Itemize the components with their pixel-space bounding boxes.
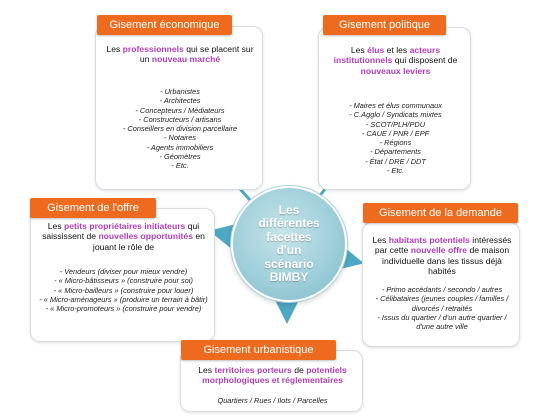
list-item: - « Micro-promoteurs » (construire pour … (45, 304, 202, 314)
offre-highlight-opportunites: nouvelles opportunités (98, 231, 193, 242)
list-item: - Agents immobiliers (146, 142, 214, 152)
urbanistique-intro-pre: Les (198, 365, 215, 375)
demande-intro: Les habitants potentiels intéressés par … (369, 235, 515, 277)
list-item: - Régions (379, 138, 412, 148)
list-item: - Urbanistes (160, 87, 200, 96)
offre-box: Les petits propriétaires initiateurs qui… (30, 208, 215, 342)
list-item: - Conseillers en division parcellaire (122, 124, 238, 134)
urbanistique-highlight-potentiels: potentiels morphologiques et réglementai… (202, 365, 347, 386)
economique-intro-mid: qui se placent sur un (139, 44, 254, 65)
list-item: - Issus du quartier / d'un autre quartie… (377, 312, 507, 332)
offre-highlight-proprietaires: petits propriétaires initiateurs (64, 221, 186, 231)
urbanistique-highlight-territoires: territoires porteurs (214, 365, 292, 375)
politique-highlight-elus: élus (367, 45, 385, 55)
list-item: - SCOT/PLH/PDU (365, 119, 426, 129)
list-item: - Etc. (386, 166, 405, 176)
economique-list: - Urbanistes - Architectes - Concepteurs… (102, 87, 258, 171)
list-item: - Etc. (171, 161, 189, 171)
list-item: - « Micro-aménageurs » (produire un terr… (39, 294, 208, 304)
economique-box: Les professionnels qui se placent sur un… (95, 26, 263, 190)
politique-intro-mid2: qui disposent de (392, 55, 458, 66)
center-line: Les (278, 202, 300, 217)
list-item: - Constructeurs / artisans (138, 114, 222, 124)
offre-list: - Vendeurs (diviser pour mieux vendre) -… (35, 267, 212, 313)
offre-title: Gisement de l'offre (30, 198, 156, 218)
list-item: - « Micro-bâtisseurs » (construire pour … (54, 276, 193, 286)
offre-intro-pre: Les (47, 221, 65, 231)
center-line: différentes (258, 216, 320, 230)
offre-intro: Les petits propriétaires initiateurs qui… (37, 221, 210, 252)
list-item: - Départements (370, 147, 421, 157)
list-item: - C.Agglo / Syndicats mixtes (349, 110, 442, 120)
center-line: d'un (276, 243, 302, 257)
demande-intro-mid: intéressés par cette (374, 235, 512, 256)
demande-list: - Primo accédants / secondo / autres - C… (368, 285, 516, 331)
list-item: Quartiers / Rues / Ilots / Parcelles (217, 396, 328, 405)
list-item: - Concepteurs / Médiateurs (135, 105, 225, 115)
urbanistique-list: Quartiers / Rues / Ilots / Parcelles (187, 396, 358, 405)
center-line: BIMBY (269, 270, 309, 284)
demande-box: Les habitants potentiels intéressés par … (362, 222, 520, 347)
demande-intro-post: de maison individuelle dans les tissus d… (382, 245, 510, 277)
economique-highlight-professionnels: professionnels (122, 44, 184, 54)
politique-highlight-acteurs: acteurs institutionnels (333, 45, 441, 66)
offre-intro-post: en jouant le rôle de (92, 231, 205, 252)
list-item: - Vendeurs (diviser pour mieux vendre) (59, 267, 188, 276)
economique-title: Gisement économique (97, 15, 232, 35)
list-item: - Notaires (163, 133, 197, 143)
economique-intro: Les professionnels qui se placent sur un… (104, 44, 256, 65)
center-circle: Les différentes facettes d'un scénario B… (231, 186, 347, 302)
list-item: - « Micro-bailleurs » (construire pour l… (53, 285, 194, 295)
center-line: facettes (266, 229, 312, 244)
demande-title: Gisement de la demande (363, 203, 518, 223)
urbanistique-title: Gisement urbanistique (181, 340, 336, 360)
center-title: Les différentes facettes d'un scénario B… (249, 202, 329, 285)
list-item: - CAUE / PNR / EPF (361, 128, 430, 138)
list-item: - Célibataires (jeunes couples / famille… (375, 294, 509, 313)
offre-intro-mid: qui saississent de (42, 221, 200, 242)
politique-intro-pre: Les (350, 45, 368, 55)
politique-title: Gisement politique (323, 15, 446, 35)
list-item: - Maires et élus communaux (349, 101, 442, 110)
list-item: - Architectes (159, 96, 201, 106)
politique-intro-mid1: et les (384, 45, 410, 55)
center-line: scénario (264, 256, 314, 271)
demande-intro-pre: Les (372, 235, 389, 245)
list-item: - État / DRE / DDT (365, 156, 426, 166)
politique-highlight-leviers: nouveaux leviers (360, 65, 431, 76)
demande-highlight-habitants: habitants potentiels (388, 235, 470, 245)
politique-list: - Maires et élus communaux - C.Agglo / S… (323, 101, 468, 175)
list-item: - Primo accédants / secondo / autres (381, 285, 503, 294)
economique-intro-pre: Les (106, 44, 123, 54)
politique-intro: Les élus et les acteurs institutionnels … (325, 45, 466, 76)
urbanistique-intro-mid: de (291, 365, 307, 375)
demande-highlight-offre: nouvelle offre (410, 245, 468, 256)
urbanistique-intro: Les territoires porteurs de potentiels m… (187, 365, 358, 386)
arrow-to-offre (209, 224, 236, 248)
economique-highlight-marche: nouveau marché (151, 54, 221, 65)
politique-box: Les élus et les acteurs institutionnels … (318, 27, 471, 190)
list-item: - Géomètres (159, 152, 201, 162)
